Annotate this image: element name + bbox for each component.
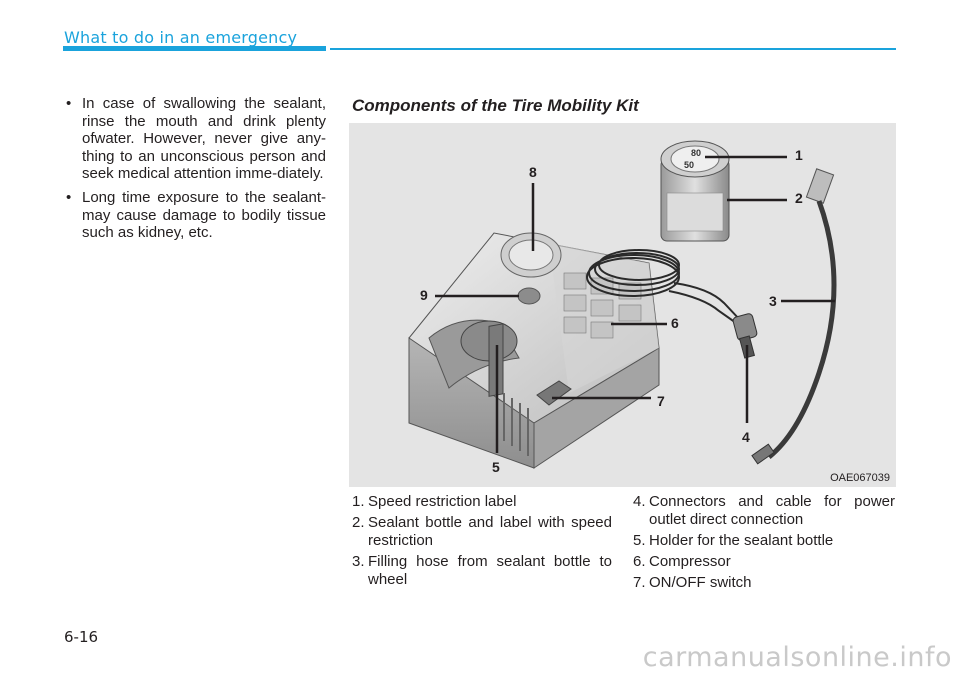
legend-item: 3.Filling hose from sealant bottle to wh…: [352, 553, 612, 589]
bullet-item: • In case of swallowing the sealant, rin…: [64, 95, 326, 183]
header-accent-bar: [63, 46, 326, 51]
callout-5: 5: [492, 459, 500, 475]
legend-item: 6.Compressor: [633, 553, 895, 571]
callout-4: 4: [742, 429, 750, 445]
warning-bullet-list: • In case of swallowing the sealant, rin…: [64, 95, 326, 248]
bullet-item: • Long time exposure to the sealant-may …: [64, 189, 326, 242]
kit-drawing: 80 50: [349, 123, 896, 487]
sealant-bottle: 80 50: [660, 140, 730, 242]
legend-item: 2.Sealant bottle and label with speed re…: [352, 514, 612, 550]
legend-number: 7.: [633, 574, 646, 591]
filling-hose: [751, 168, 837, 465]
legend-number: 6.: [633, 553, 646, 570]
legend-text: Holder for the sealant bottle: [649, 532, 834, 549]
callout-7: 7: [657, 393, 665, 409]
bullet-marker: •: [66, 188, 72, 206]
bullet-marker: •: [66, 95, 72, 112]
legend-item: 4.Connectors and cable for power outlet …: [633, 493, 895, 529]
speed-label-bottom: 50: [684, 160, 694, 170]
bullet-text: In case of swallowing the sealant, rinse…: [82, 95, 326, 183]
legend-text: Filling hose from sealant bottle to whee…: [368, 553, 612, 588]
callout-2: 2: [795, 190, 803, 206]
callout-9: 9: [420, 287, 428, 303]
legend-text: Speed restriction label: [368, 493, 517, 510]
legend-item: 5.Holder for the sealant bottle: [633, 532, 895, 550]
power-cable: [586, 249, 742, 326]
legend-item: 7.ON/OFF switch: [633, 574, 895, 592]
legend-column-2: 4.Connectors and cable for power outlet …: [633, 493, 895, 595]
legend-text: ON/OFF switch: [649, 574, 752, 591]
figure-code: OAE067039: [830, 472, 890, 484]
legend-item: 1.Speed restriction label: [352, 493, 612, 511]
legend-column-1: 1.Speed restriction label 2.Sealant bott…: [352, 493, 612, 592]
tire-mobility-kit-illustration: 80 50 1 2 3 4 5 6 7 8 9 OAE067039: [349, 123, 896, 487]
speed-label-top: 80: [691, 148, 701, 158]
watermark-text: carmanualsonline.info: [642, 642, 952, 673]
legend-number: 1.: [352, 493, 365, 510]
callout-3: 3: [769, 293, 777, 309]
legend-number: 2.: [352, 514, 365, 531]
callout-6: 6: [671, 315, 679, 331]
page-number: 6-16: [64, 628, 99, 646]
callout-1: 1: [795, 147, 803, 163]
figure-section-title: Components of the Tire Mobility Kit: [352, 96, 639, 115]
header-rule: [330, 48, 896, 50]
callout-leaders: [435, 155, 835, 453]
legend-number: 4.: [633, 493, 646, 510]
legend-text: Sealant bottle and label with speed rest…: [368, 514, 612, 549]
legend-text: Connectors and cable for power outlet di…: [649, 493, 895, 528]
section-header-title: What to do in an emergency: [64, 28, 298, 47]
callout-8: 8: [529, 164, 537, 180]
bullet-text: Long time exposure to the sealant-may ca…: [82, 188, 326, 242]
legend-number: 5.: [633, 532, 646, 549]
legend-number: 3.: [352, 553, 365, 570]
legend-text: Compressor: [649, 553, 731, 570]
